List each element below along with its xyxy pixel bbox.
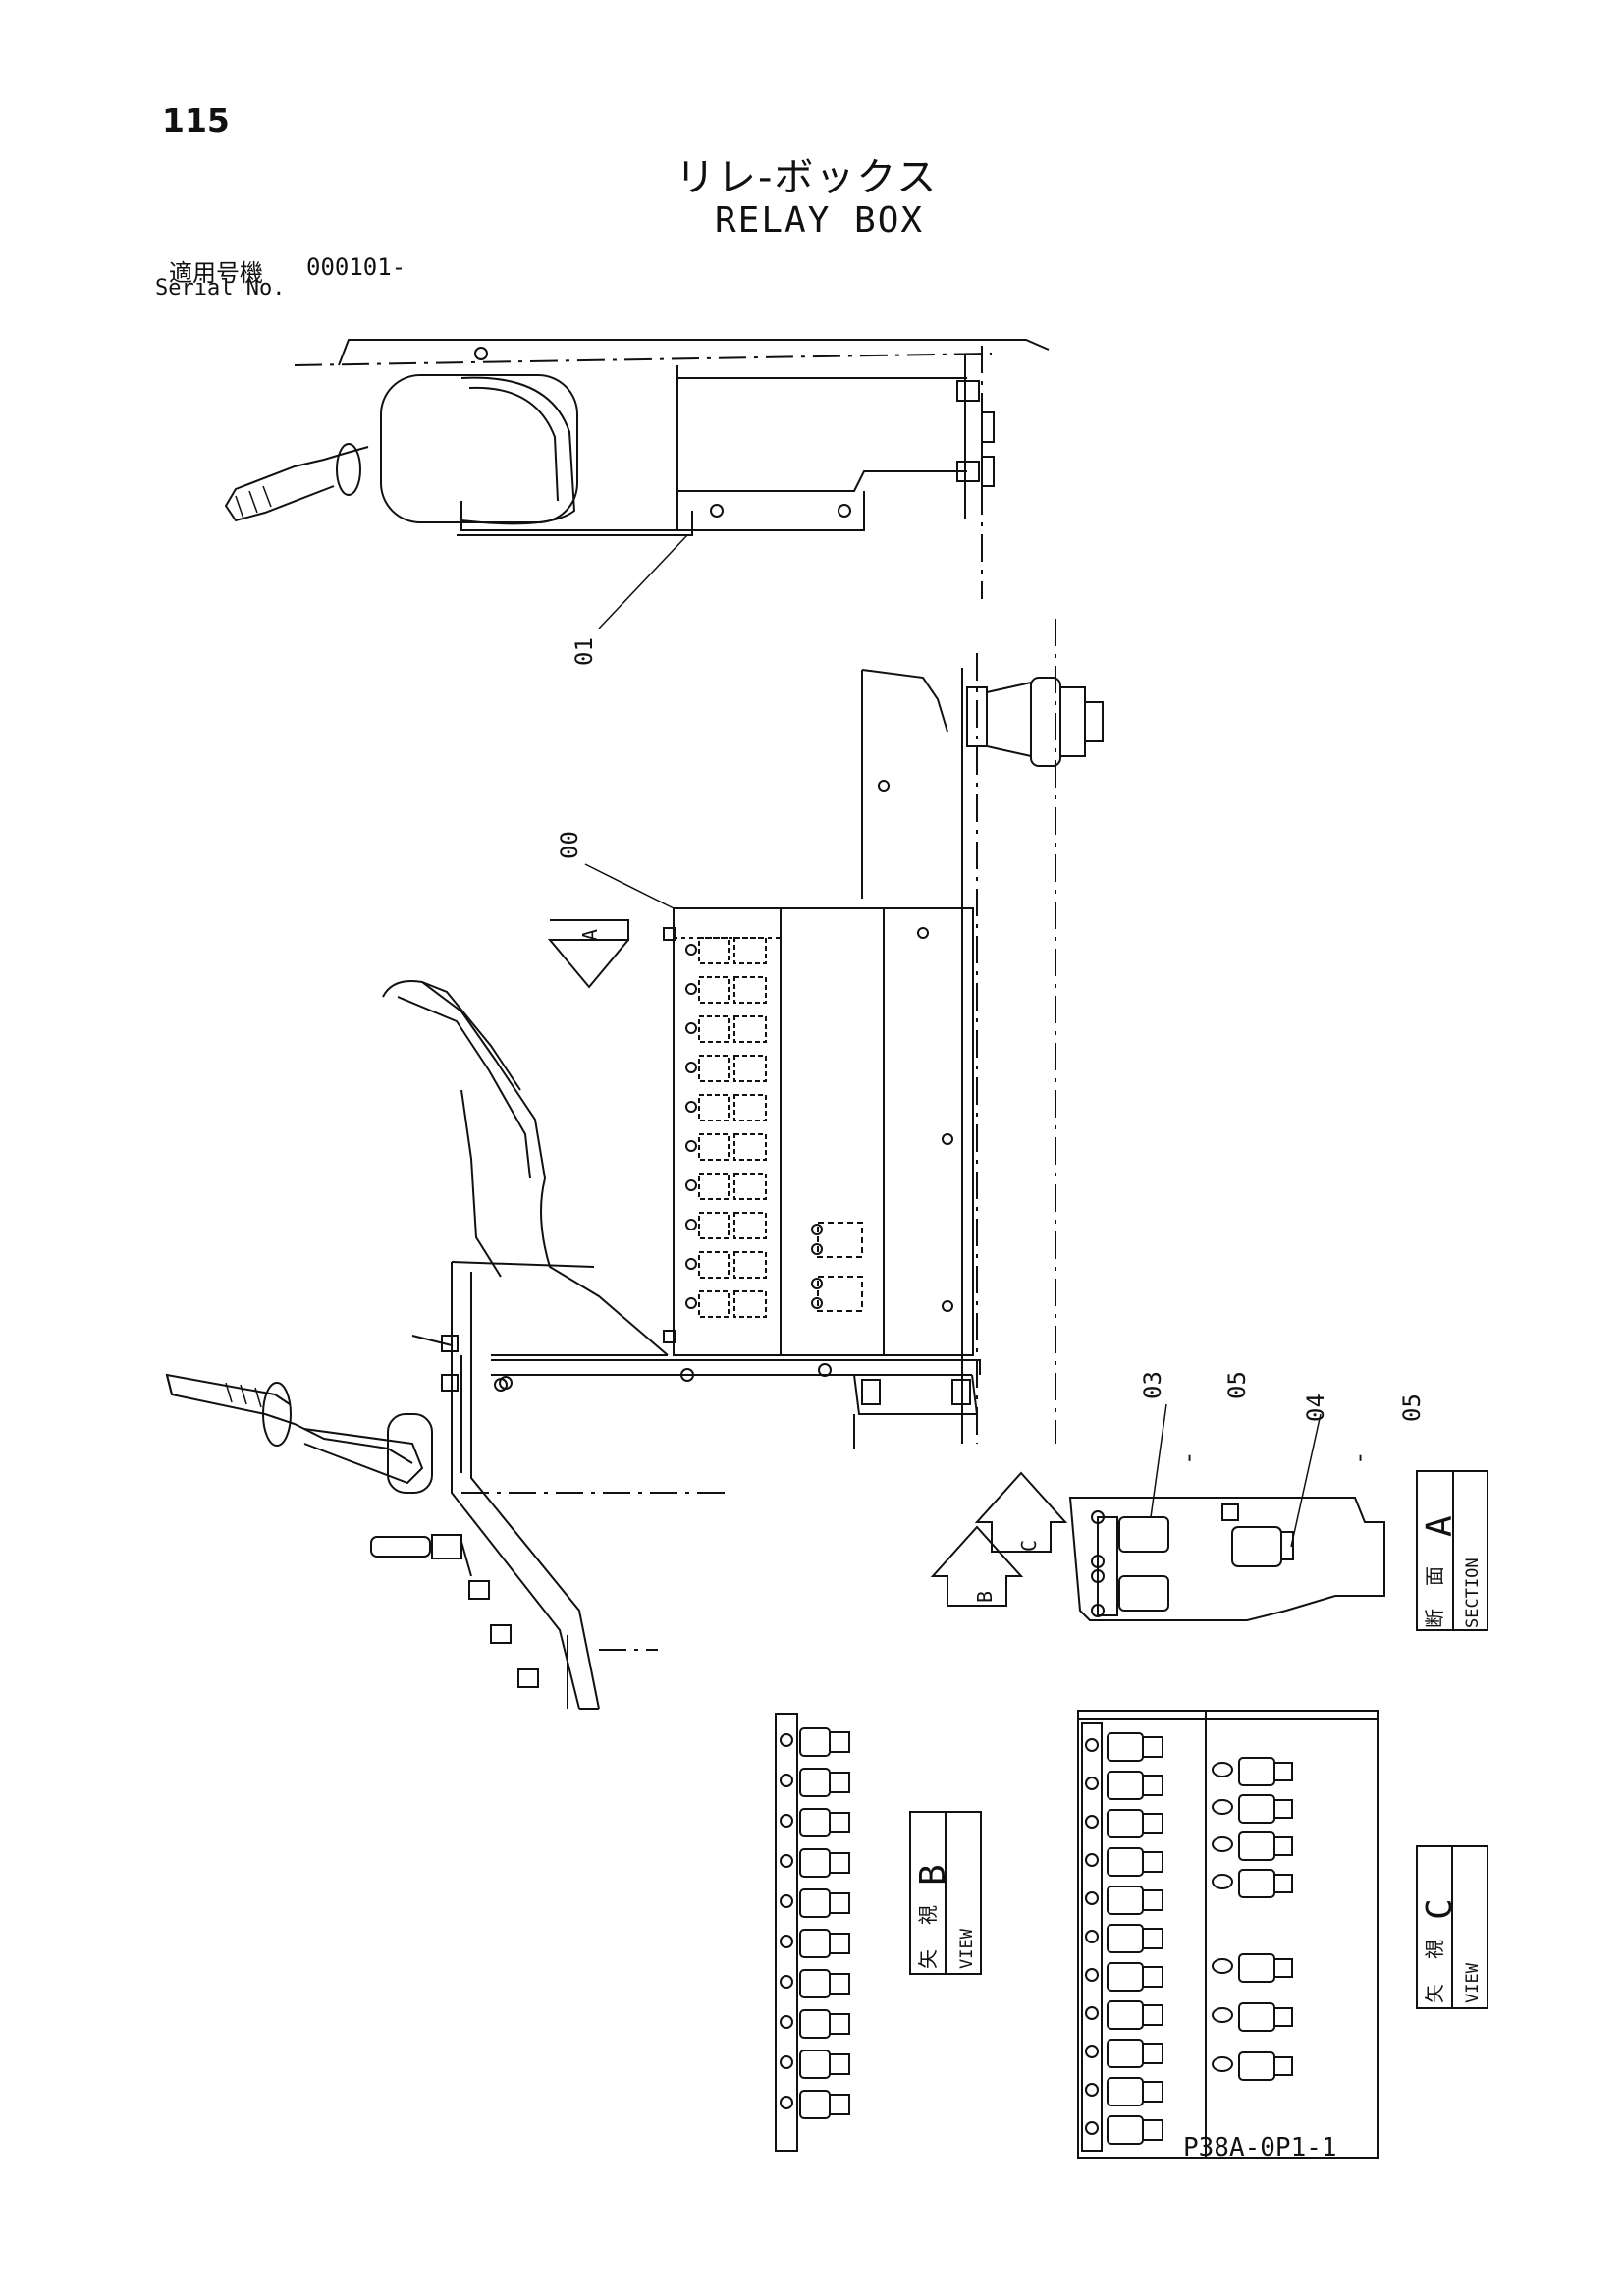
side-view-control-lever <box>165 980 727 1710</box>
callout-03-suffix: 05 <box>1223 1371 1251 1399</box>
relay-side-row <box>685 1133 767 1161</box>
section-a-jp2: 面 <box>1423 1566 1446 1586</box>
relay-view-c-row <box>1085 1962 1163 1992</box>
relay-view-b-row <box>780 1768 850 1797</box>
relay-view-b-row <box>780 1727 850 1757</box>
callout-04: 04 <box>1302 1394 1329 1422</box>
callout-03-dash: - <box>1174 1451 1202 1465</box>
view-b-letter: B <box>913 1864 953 1886</box>
callout-00: 00 <box>556 831 583 859</box>
relay-view-c-row <box>1085 2039 1163 2068</box>
page-number: 115 <box>162 101 230 139</box>
relay-view-c-right <box>1212 1831 1293 1861</box>
relay-side-row <box>685 1290 767 1318</box>
relay-side-row <box>685 976 767 1004</box>
relay-view-c-right <box>1212 1794 1293 1824</box>
section-a-view <box>1068 1403 1385 1621</box>
relay-view-c-right <box>1212 1757 1293 1786</box>
side-view-relay-box <box>491 619 1104 1449</box>
callout-03: 03 <box>1139 1371 1166 1399</box>
view-b-jp1: 矢 <box>916 1949 940 1969</box>
view-arrow-b-letter: B <box>973 1591 997 1603</box>
relay-view-b-row <box>780 2050 850 2079</box>
view-arrow-b <box>930 1525 1024 1607</box>
relay-view-b-row <box>780 1888 850 1918</box>
relay-view-c-row <box>1085 2115 1163 2145</box>
relay-column-side <box>685 937 767 1318</box>
view-b-en: VIEW <box>957 1928 977 1969</box>
section-a-jp1: 断 <box>1423 1609 1446 1628</box>
relay-side-row <box>685 937 767 964</box>
relay-side-row <box>685 1015 767 1043</box>
relay-side-row <box>685 1173 767 1200</box>
top-view-console <box>224 339 1050 629</box>
view-c-letter: C <box>1420 1898 1460 1920</box>
relay-view-c-right <box>1212 1869 1293 1898</box>
relay-view-c-row <box>1085 1809 1163 1838</box>
view-c-jp2: 視 <box>1423 1940 1446 1959</box>
relay-side-row <box>685 1212 767 1239</box>
section-a-en: SECTION <box>1463 1558 1483 1628</box>
relay-view-c-row <box>1085 1847 1163 1877</box>
relay-view-c-row <box>1085 1732 1163 1762</box>
relay-view-b-row <box>780 1929 850 1958</box>
view-c-relay-panel <box>1077 1710 1379 2159</box>
serial-value: 000101- <box>306 253 406 281</box>
view-c-jp1: 矢 <box>1423 1984 1446 2003</box>
relay-view-c-row <box>1085 1924 1163 1953</box>
relay-view-b-row <box>780 2090 850 2119</box>
serial-label-japanese: 適用号機 <box>169 259 263 287</box>
view-arrow-a <box>547 919 629 989</box>
section-a-letter: A <box>1420 1515 1460 1537</box>
view-b-relay-strip <box>775 1713 850 2152</box>
relay-view-c-right <box>1212 2051 1293 2081</box>
relay-side-row <box>685 1251 767 1279</box>
relay-view-c-right <box>1212 1953 1293 1983</box>
relay-view-b-row <box>780 1848 850 1878</box>
relay-view-c-row <box>1085 2077 1163 2106</box>
relay-side-row <box>685 1094 767 1121</box>
view-b-jp2: 視 <box>916 1905 940 1925</box>
title-japanese: リレ-ボックス <box>676 155 939 200</box>
relay-view-c-row <box>1085 1771 1163 1800</box>
relay-view-b-row <box>780 2009 850 2039</box>
callout-01: 01 <box>570 637 598 666</box>
relay-side-row <box>685 1055 767 1082</box>
relay-view-b-row <box>780 1969 850 1998</box>
view-c-en: VIEW <box>1463 1962 1483 2003</box>
view-arrow-c-letter: C <box>1017 1540 1041 1552</box>
relay-view-c-row <box>1085 2000 1163 2030</box>
view-b-label-box <box>909 1811 982 1975</box>
view-c-label-box <box>1416 1845 1488 2009</box>
view-arrow-a-letter: A <box>578 929 602 941</box>
callout-04-dash: - <box>1345 1451 1373 1465</box>
title-english: RELAY BOX <box>715 200 925 241</box>
relay-view-c-right <box>1212 2002 1293 2032</box>
callout-04-suffix: 05 <box>1398 1394 1426 1422</box>
relay-view-b-row <box>780 1808 850 1837</box>
view-arrow-c <box>974 1471 1068 1553</box>
serial-label-english: Serial No. <box>155 276 286 301</box>
relay-view-c-row <box>1085 1886 1163 1915</box>
section-a-label-box <box>1416 1470 1488 1631</box>
